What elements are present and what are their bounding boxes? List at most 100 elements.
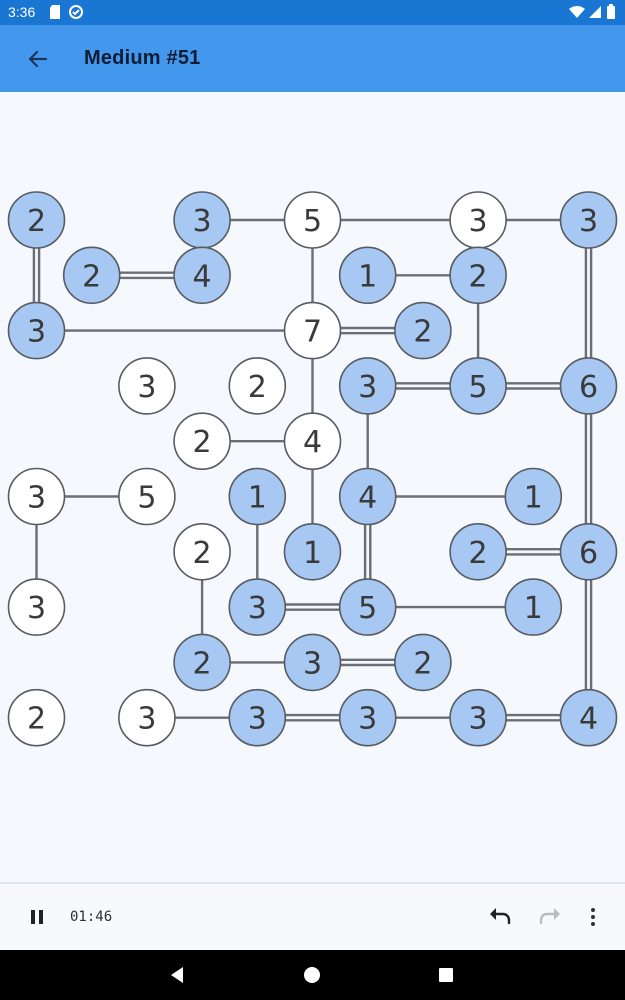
island-number: 2: [193, 425, 212, 460]
island[interactable]: 1: [283, 522, 342, 581]
island-number: 2: [469, 536, 488, 571]
more-options-button[interactable]: [580, 902, 606, 932]
island-number: 5: [137, 481, 156, 516]
island-number: 3: [137, 702, 156, 737]
island[interactable]: 5: [449, 357, 507, 415]
island[interactable]: 3: [118, 688, 176, 747]
island-number: 4: [303, 425, 322, 460]
island-number: 4: [358, 481, 377, 516]
page-title: Medium #51: [84, 47, 201, 69]
island[interactable]: 2: [228, 357, 287, 415]
island-number: 1: [524, 591, 543, 626]
data-saver-icon: [68, 4, 84, 24]
island[interactable]: 2: [449, 246, 507, 305]
island-number: 3: [469, 204, 488, 239]
island[interactable]: 3: [449, 191, 507, 249]
island[interactable]: 2: [173, 522, 231, 581]
island[interactable]: 1: [228, 467, 287, 526]
island[interactable]: 3: [283, 633, 342, 692]
bottom-controls: 01:46: [0, 884, 625, 950]
island[interactable]: 5: [283, 191, 342, 249]
island[interactable]: 2: [449, 522, 507, 581]
status-bar: 3:36: [0, 0, 625, 25]
island[interactable]: 2: [7, 191, 66, 249]
island-number: 2: [27, 702, 46, 737]
island[interactable]: 3: [559, 191, 618, 249]
island[interactable]: 6: [559, 357, 618, 415]
signal-icon: [588, 4, 602, 24]
undo-button[interactable]: [484, 902, 516, 932]
island[interactable]: 7: [283, 301, 342, 360]
island-number: 1: [248, 481, 267, 516]
nav-back-button[interactable]: [164, 962, 190, 988]
island[interactable]: 5: [338, 578, 397, 636]
island[interactable]: 2: [62, 246, 121, 305]
island[interactable]: 2: [173, 412, 231, 471]
island-number: 3: [469, 702, 488, 737]
island[interactable]: 1: [504, 578, 563, 636]
island[interactable]: 3: [173, 191, 231, 249]
nav-back-icon: [171, 967, 183, 983]
island-number: 2: [413, 315, 432, 350]
nav-recents-button[interactable]: [433, 962, 459, 988]
island-number: 3: [248, 702, 267, 737]
island-number: 3: [358, 702, 377, 737]
island[interactable]: 2: [7, 688, 66, 747]
island-number: 3: [27, 315, 46, 350]
arrow-back-icon: [28, 50, 48, 68]
nav-home-icon: [304, 967, 320, 983]
island-number: 3: [137, 370, 156, 405]
island[interactable]: 4: [283, 412, 342, 471]
island[interactable]: 3: [118, 357, 176, 415]
island-number: 7: [303, 315, 322, 350]
app-bar: Medium #51: [0, 25, 625, 92]
back-button[interactable]: [20, 41, 56, 77]
pause-icon: [31, 910, 43, 924]
island[interactable]: 3: [449, 688, 507, 747]
island[interactable]: 4: [559, 688, 618, 747]
island[interactable]: 4: [338, 467, 397, 526]
pause-button[interactable]: [22, 902, 52, 932]
battery-icon: [606, 4, 616, 24]
island[interactable]: 3: [228, 688, 287, 747]
island-number: 2: [248, 370, 267, 405]
island[interactable]: 1: [338, 246, 397, 305]
island-number: 4: [579, 702, 598, 737]
island[interactable]: 2: [394, 633, 452, 692]
island-number: 2: [27, 204, 46, 239]
island-number: 5: [469, 370, 488, 405]
island[interactable]: 3: [7, 578, 66, 636]
island[interactable]: 3: [338, 357, 397, 415]
redo-button[interactable]: [534, 902, 566, 932]
island[interactable]: 6: [559, 522, 618, 581]
status-time: 3:36: [8, 4, 36, 20]
island-number: 5: [358, 591, 377, 626]
island-number: 3: [27, 481, 46, 516]
island-number: 1: [303, 536, 322, 571]
nav-home-button[interactable]: [299, 962, 325, 988]
island-number: 1: [358, 259, 377, 294]
island[interactable]: 1: [504, 467, 563, 526]
island[interactable]: 3: [338, 688, 397, 747]
island-number: 3: [248, 591, 267, 626]
island-number: 6: [579, 370, 598, 405]
sd-card-icon: [48, 4, 62, 24]
timer: 01:46: [70, 909, 113, 925]
island[interactable]: 2: [173, 633, 231, 692]
island[interactable]: 3: [7, 467, 66, 526]
island-number: 3: [27, 591, 46, 626]
more-vert-icon: [591, 908, 595, 926]
island-number: 2: [193, 536, 212, 571]
undo-icon: [490, 908, 511, 925]
island-number: 3: [579, 204, 598, 239]
island-number: 4: [193, 259, 212, 294]
island[interactable]: 3: [7, 301, 66, 360]
island[interactable]: 2: [394, 301, 452, 360]
island[interactable]: 3: [228, 578, 287, 636]
island[interactable]: 5: [118, 467, 176, 526]
island-number: 2: [413, 646, 432, 681]
island[interactable]: 4: [173, 246, 231, 305]
island-number: 2: [193, 646, 212, 681]
